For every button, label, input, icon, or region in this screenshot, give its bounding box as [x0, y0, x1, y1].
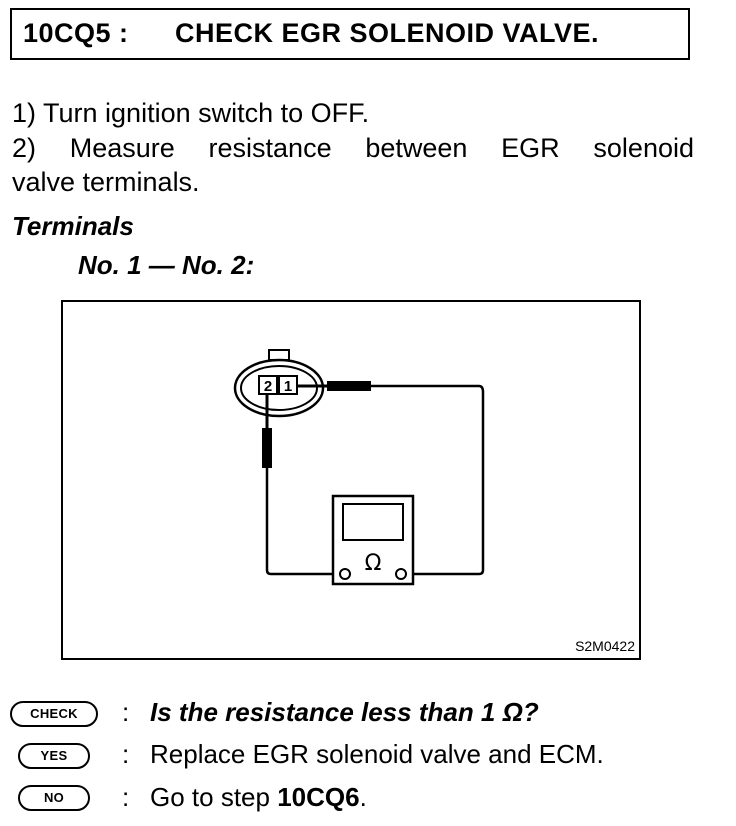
step-code: 10CQ5 : — [23, 18, 129, 48]
page-title: CHECK EGR SOLENOID VALVE. — [175, 18, 600, 48]
terminal-2-label: 2 — [264, 378, 272, 395]
no-separator: : — [122, 782, 130, 812]
check-badge: CHECK — [10, 701, 98, 727]
instruction-step-1: 1) Turn ignition switch to OFF. — [12, 98, 370, 128]
yes-badge: YES — [18, 743, 90, 769]
probe-2-tip — [262, 428, 272, 468]
ohmmeter-jack-right — [395, 568, 407, 580]
no-badge: NO — [18, 785, 90, 811]
no-action-suffix: . — [359, 782, 367, 812]
ohmmeter-jack-left — [339, 568, 351, 580]
yes-action: Replace EGR solenoid valve and ECM. — [150, 739, 604, 769]
wiring-diagram-svg: 2 1 Ω — [61, 300, 641, 660]
wire-terminal-2 — [265, 468, 345, 576]
title-box: 10CQ5 : CHECK EGR SOLENOID VALVE. — [10, 8, 690, 60]
instruction-step-2: 2) Measure resistance between EGR soleno… — [12, 133, 694, 163]
yes-separator: : — [122, 739, 130, 769]
terminals-value: No. 1 — No. 2: — [78, 250, 255, 280]
ohmmeter-display — [342, 503, 404, 541]
no-action-prefix: Go to step — [150, 782, 278, 812]
ohm-symbol: Ω — [365, 551, 382, 576]
connector-tab — [268, 349, 290, 361]
check-separator: : — [122, 697, 130, 727]
instruction-step-2-continued: valve terminals. — [12, 167, 200, 197]
check-question: Is the resistance less than 1 Ω? — [150, 697, 539, 727]
figure-code: S2M0422 — [575, 638, 635, 654]
no-action: Go to step 10CQ6. — [150, 782, 367, 813]
wiring-diagram: 2 1 Ω S2M0422 — [61, 300, 641, 660]
diagram-frame — [61, 300, 641, 660]
next-step-link: 10CQ6 — [277, 782, 360, 812]
terminals-heading: Terminals — [12, 211, 134, 241]
wire-terminal-1 — [371, 384, 485, 576]
probe-1-tip — [327, 381, 371, 391]
terminal-1-label: 1 — [284, 378, 292, 395]
